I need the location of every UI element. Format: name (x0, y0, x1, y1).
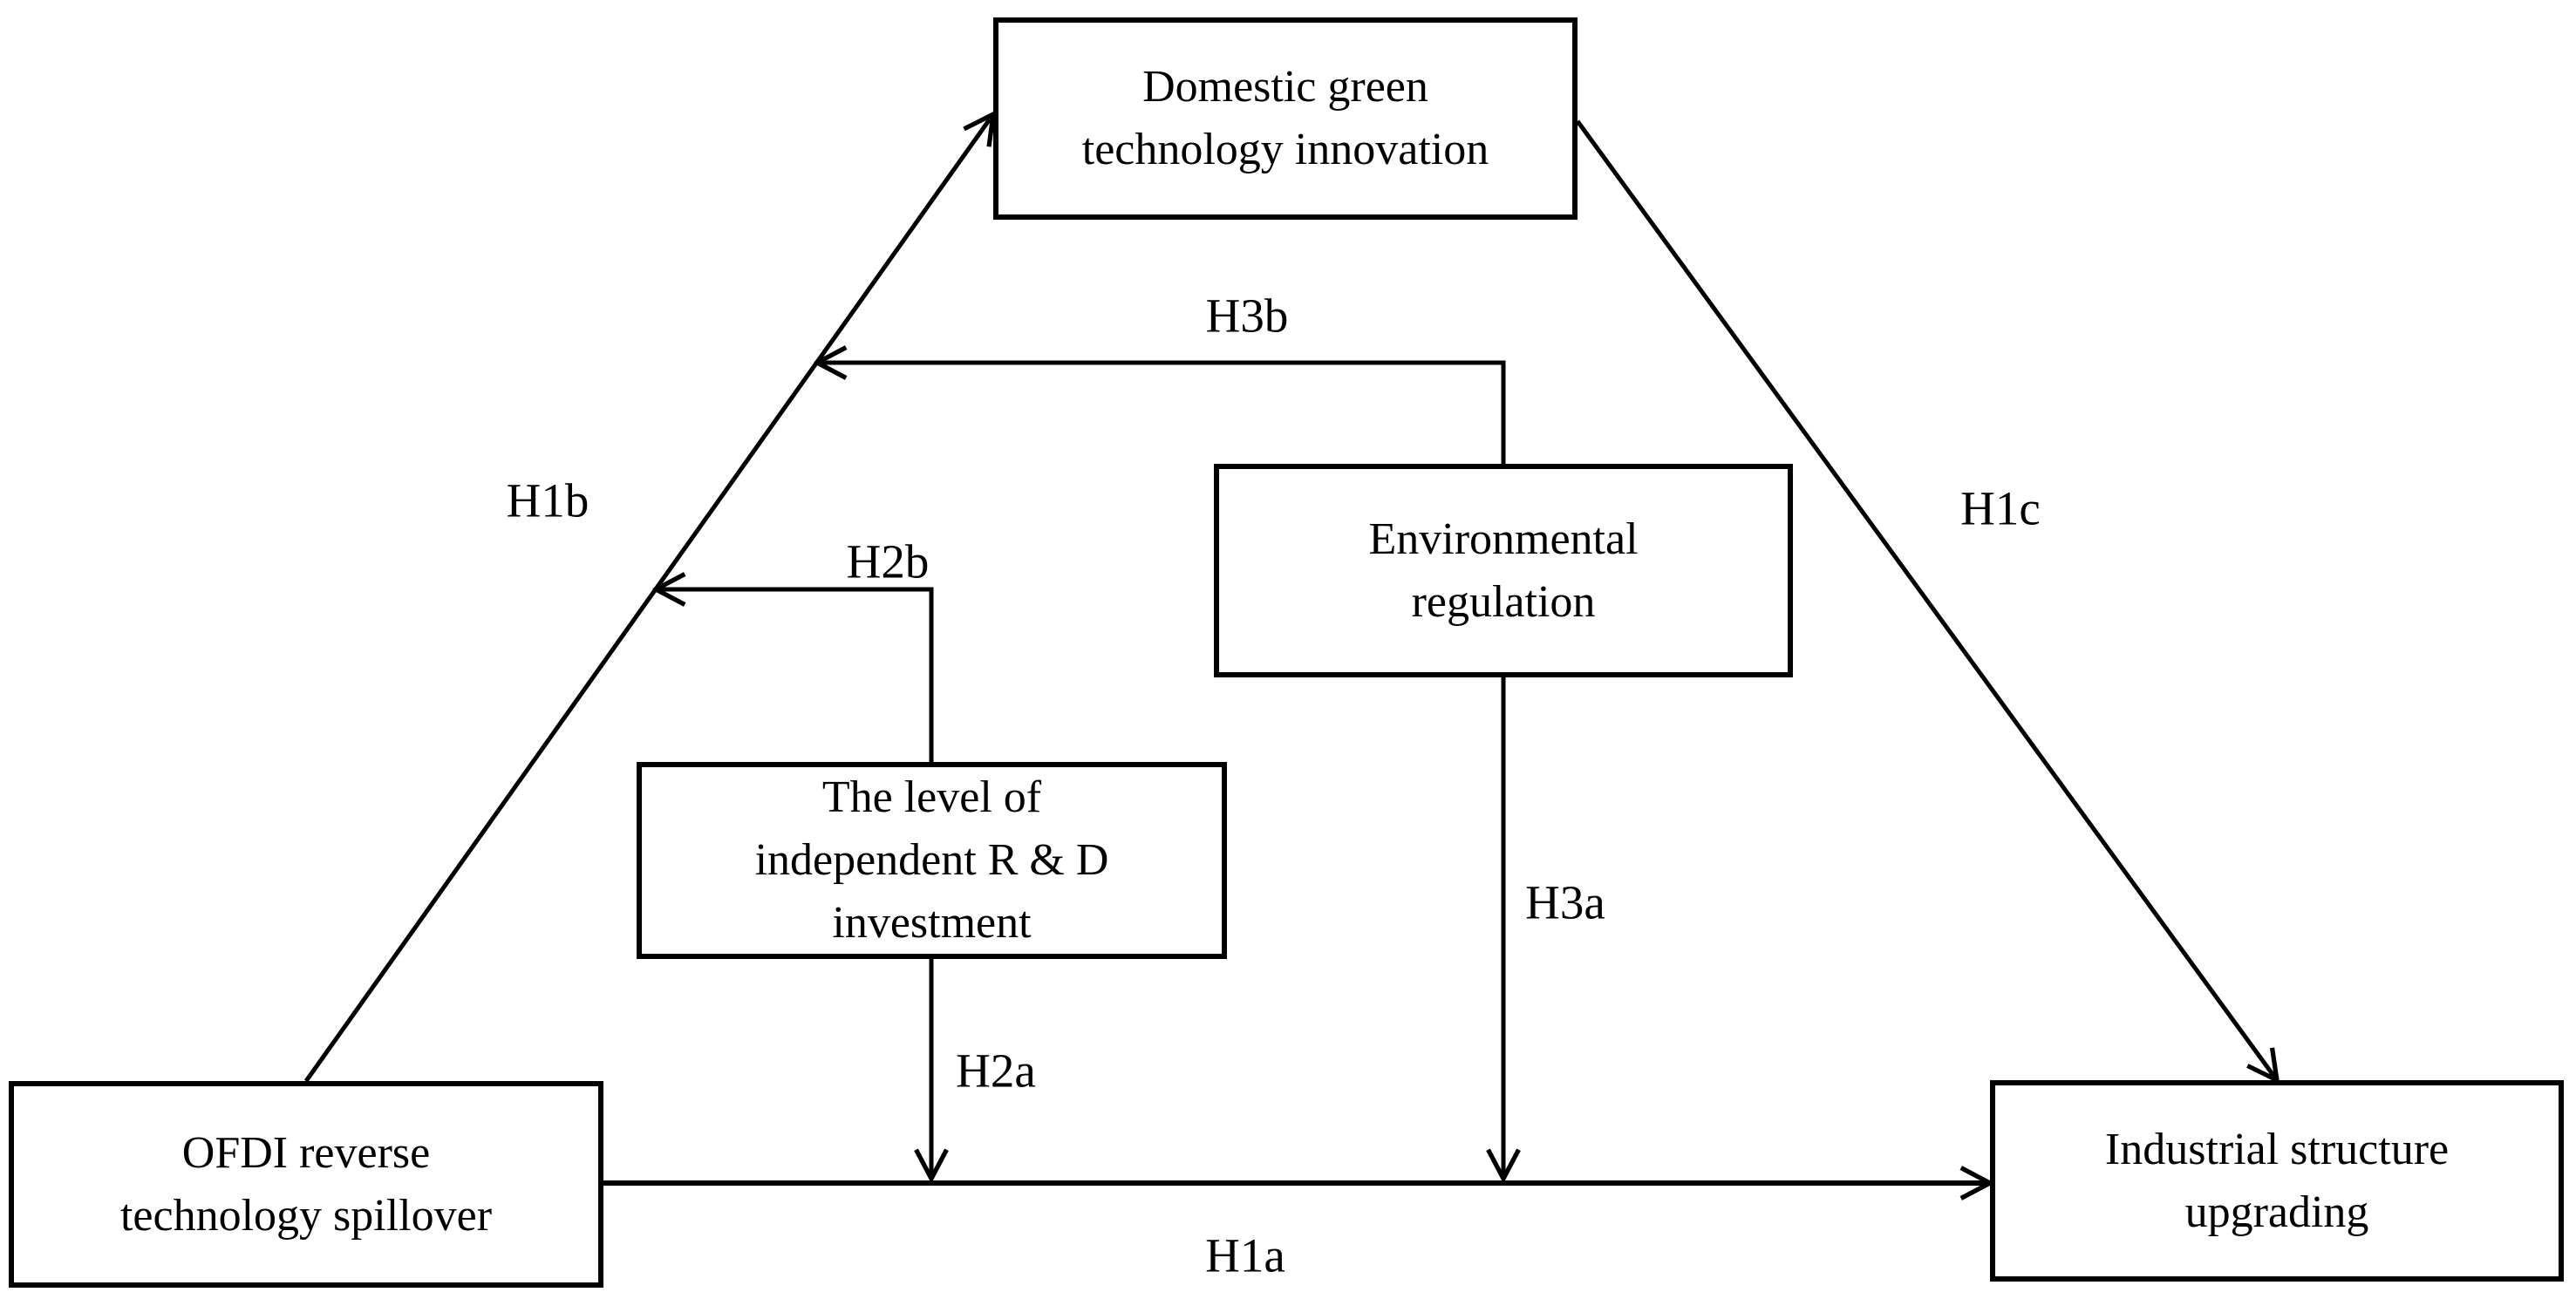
edge-label-h1a: H1a (1205, 1228, 1285, 1282)
node-ofdi-reverse-technology-spillover: OFDI reverse technology spillover (9, 1081, 603, 1288)
node-label: Domestic green technology innovation (1081, 62, 1489, 174)
node-industrial-structure-upgrading: Industrial structure upgrading (1990, 1080, 2564, 1282)
arrow-h1c (1575, 119, 2277, 1080)
edge-label-h2b: H2b (846, 534, 930, 588)
edge-label-h1c: H1c (1960, 481, 2041, 535)
arrow-h3b (817, 363, 1506, 464)
node-label: Environmental regulation (1368, 513, 1639, 627)
node-label: The level of independent R & D investmen… (754, 772, 1109, 948)
node-label: OFDI reverse technology spillover (119, 1127, 493, 1241)
arrow-h2b (656, 589, 934, 762)
node-environmental-regulation: Environmental regulation (1214, 464, 1793, 677)
edge-label-h2a: H2a (956, 1044, 1036, 1098)
node-independent-rd-investment: The level of independent R & D investmen… (637, 762, 1227, 959)
edge-label-h3b: H3b (1205, 289, 1289, 343)
edge-label-h1b: H1b (506, 473, 589, 527)
node-domestic-green-technology-innovation: Domestic green technology innovation (993, 17, 1578, 220)
arrow-h1b (303, 114, 993, 1083)
edge-label-h3a: H3a (1525, 875, 1605, 929)
node-label: Industrial structure upgrading (2104, 1124, 2450, 1237)
